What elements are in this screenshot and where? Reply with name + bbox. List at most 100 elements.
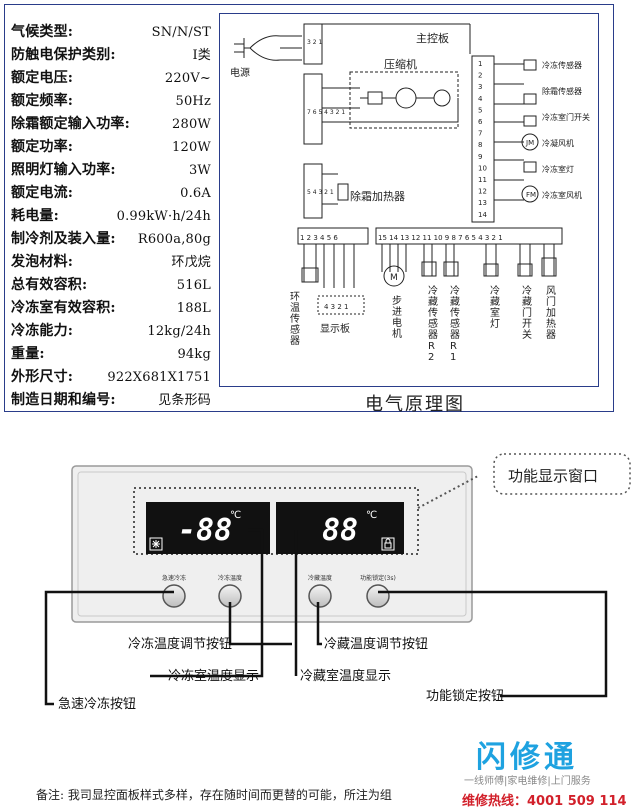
sensor-r1-icon [443,261,459,277]
spec-label: 发泡材料: [11,254,74,270]
right-pin-number: 3 [478,83,482,91]
right-pin-number: 8 [478,141,482,149]
condenser-fan-icon [521,133,539,151]
door-switch-icon [517,263,533,277]
panel-button-knob[interactable] [366,584,390,608]
spec-row: 照明灯输入功率: 3W [11,159,211,182]
spec-value: 220V~ [164,71,211,86]
spec-value: R600a,80g [137,232,211,247]
freezer-display-callout: 冷冻室温度显示 [168,668,259,684]
spec-value: 516L [176,278,211,293]
condenser-fan-symbol: JM [525,139,534,147]
wiring-diagram-frame: 电源 主控板 压缩机 除霜加热器 3 2 1 7 6 5 4 3 2 1 5 4… [219,13,599,387]
defrost-heater-icon [337,183,349,201]
snowflake-icon [149,537,163,551]
right-pin-number: 7 [478,130,482,138]
spec-value: 12kg/24h [147,324,211,339]
fan-heater-label: 风门加热器 [546,285,556,341]
spec-label: 额定功率: [11,139,74,155]
bottom-connector-right [375,227,563,245]
bottom-pins-right: 15 14 13 12 11 10 9 8 7 6 5 4 3 2 1 [378,234,503,242]
display-board-label: 显示板 [320,322,350,335]
spec-row: 发泡材料: 环戊烷 [11,251,211,274]
panel-button[interactable]: 急速冷冻 [162,574,186,608]
display-window-callout [493,453,631,495]
spec-label: 额定电流: [11,185,74,201]
panel-button-label: 冷冻温度 [218,574,242,582]
heater-pins: 5 4 3 2 1 [307,189,334,196]
spec-value: 见条形码 [158,393,211,408]
control-panel-diagram: -88 ℃ 88 ℃ 急速冷冻冷冻温度冷藏温度功能锁定(3s) 功能显示窗口 冷… [44,453,631,712]
panel-button-knob[interactable] [308,584,332,608]
spec-value: 环戊烷 [171,255,211,270]
heater-connector [303,163,323,219]
spec-label: 气候类型: [11,24,74,40]
spec-label: 冷冻室有效容积: [11,300,116,316]
panel-button-label: 急速冷冻 [162,574,186,582]
spec-row: 重量:94kg [11,343,211,366]
main-board-label: 主控板 [416,31,449,45]
freezer-adjust-callout: 冷冻温度调节按钮 [128,636,232,652]
spec-row: 耗电量:0.99kW·h/24h [11,205,211,228]
compressor-label: 压缩机 [384,57,417,71]
compressor-relay [367,91,383,105]
lock-callout: 功能锁定按钮 [426,688,504,704]
spec-row: 额定频率:50Hz [11,90,211,113]
spec-row: 除霜额定输入功率: 280W [11,113,211,136]
freezer-display [146,502,270,554]
spec-row: 制造日期和编号:见条形码 [11,389,211,412]
defrost-sensor-icon [523,93,537,105]
spec-row: 气候类型: SN/N/ST [11,21,211,44]
spec-value: SN/N/ST [151,25,211,40]
right-pin-number: 10 [478,164,487,172]
compressor-wires [322,87,368,109]
power-wires [249,35,302,61]
footnote: 备注: 我司显控面板样式多样，存在随时间而更替的可能，所注为组 [36,788,392,802]
spec-label: 照明灯输入功率: [11,162,116,178]
compressor-box [349,71,459,129]
display-board-pins: 4 3 2 1 [324,303,349,311]
panel-button-label: 功能锁定(3s) [360,574,396,582]
spec-label: 冷冻能力: [11,323,74,339]
brand-logo: 闪修通 [476,740,578,775]
freezer-unit: ℃ [230,510,241,521]
quick-freeze-callout: 急速冷冻按钮 [58,696,136,712]
spec-row: 额定功率:120W [11,136,211,159]
panel-button-knob[interactable] [162,584,186,608]
spec-label: 额定电压: [11,70,74,86]
brand-tagline: 一线师傅|家电维修|上门服务 [464,776,591,787]
panel-button[interactable]: 功能锁定(3s) [360,574,396,608]
freezer-lamp-icon [523,161,537,173]
spec-row: 制冷剂及装入量: R600a,80g [11,228,211,251]
section-divider [0,418,635,426]
stepper-motor-icon [383,265,405,287]
right-pin-number: 12 [478,188,487,196]
spec-value: 280W [172,117,211,132]
sensor-r2-icon [421,261,437,277]
freezer-fan-icon [521,185,539,203]
right-pin-number: 13 [478,199,487,207]
spec-value: I类 [192,48,211,63]
spec-label: 制冷剂及装入量: [11,231,116,247]
right-component-label: 冷冻室门开关 [542,112,590,122]
bottom-connector-left [297,227,369,245]
freezer-sensor-icon [523,59,537,71]
stepper-motor-label: 步进电机 [392,295,402,340]
right-pin-number: 5 [478,106,482,114]
fan-heater-icon [541,257,557,277]
right-pin-number: 1 [478,60,482,68]
spec-label: 除霜额定输入功率: [11,116,130,132]
panel-button-label: 冷藏温度 [308,574,332,582]
right-pin-number: 4 [478,95,483,103]
compressor-ptc-icon [433,89,451,107]
lock-icon [381,537,395,551]
fridge-lamp-icon [483,263,499,277]
spec-value: 3W [188,163,211,178]
panel-button[interactable]: 冷藏温度 [308,574,332,608]
freezer-fan-symbol: FM [526,191,536,199]
defrost-heater-label: 除霜加热器 [350,189,405,203]
spec-row: 额定电压: 220V~ [11,67,211,90]
